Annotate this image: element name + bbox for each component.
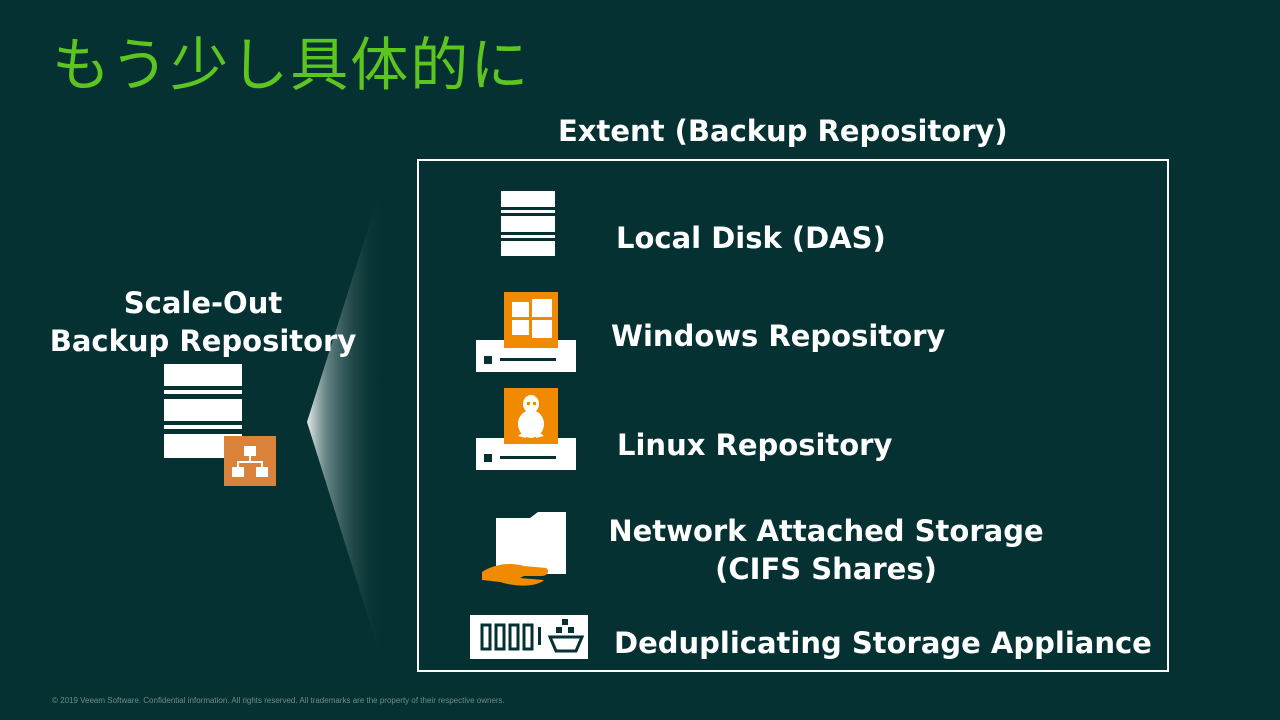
extent-item-nas: Network Attached Storage (CIFS Shares) bbox=[596, 512, 1056, 588]
extent-title: Extent (Backup Repository) bbox=[558, 114, 1008, 148]
extent-item-local-disk: Local Disk (DAS) bbox=[616, 221, 886, 255]
projection-beam bbox=[307, 178, 384, 668]
extent-box bbox=[417, 159, 1169, 672]
scale-out-repository-icon bbox=[164, 364, 276, 486]
slide-title: もう少し具体的に bbox=[52, 31, 531, 99]
server-stack-icon bbox=[501, 191, 555, 256]
sobr-label-line2: Backup Repository bbox=[49, 324, 357, 358]
extent-item-linux-repository: Linux Repository bbox=[617, 428, 893, 462]
extent-item-dedupe-appliance: Deduplicating Storage Appliance bbox=[614, 626, 1152, 660]
sobr-label-line1: Scale-Out bbox=[123, 286, 283, 320]
footer-copyright: © 2019 Veeam Software. Confidential info… bbox=[52, 696, 505, 705]
nas-label-line2: (CIFS Shares) bbox=[715, 552, 937, 586]
sobr-label: Scale-Out Backup Repository bbox=[40, 284, 366, 360]
windows-server-icon bbox=[476, 292, 576, 372]
nas-label-line1: Network Attached Storage bbox=[608, 514, 1044, 548]
extent-item-windows-repository: Windows Repository bbox=[611, 319, 946, 353]
nas-share-icon bbox=[482, 512, 566, 586]
linux-server-icon bbox=[476, 388, 576, 470]
dedupe-appliance-icon bbox=[470, 615, 588, 659]
